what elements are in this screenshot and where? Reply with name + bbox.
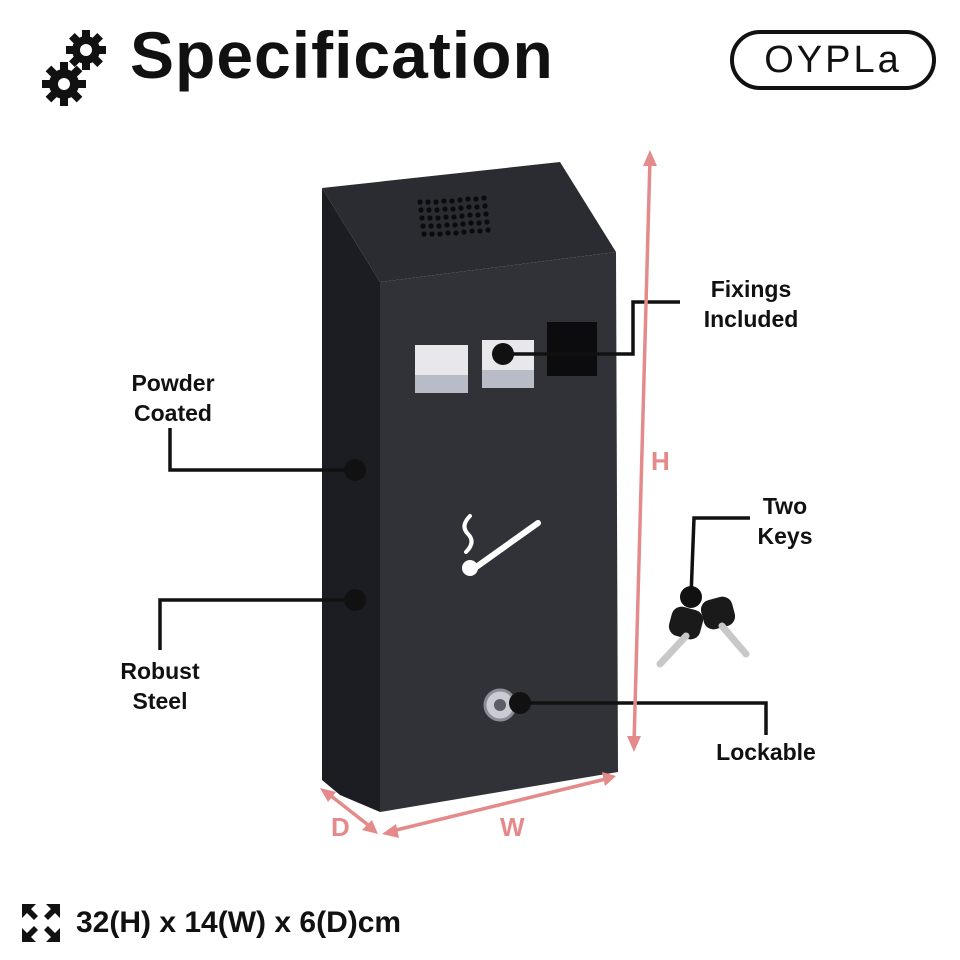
cigarette-icon (469, 520, 541, 573)
height-dimension-line (632, 157, 652, 745)
size-spec-text: 32(H) x 14(W) x 6(D)cm (76, 906, 402, 939)
page-title: Specification (130, 18, 554, 92)
width-label: W (500, 812, 525, 842)
width-dimension-line (387, 776, 611, 834)
depth-dimension-line (324, 790, 374, 830)
box-side-face (322, 188, 380, 812)
vent-holes (417, 195, 491, 237)
callout-lockable: Lockable (716, 739, 816, 765)
leader-fixings (503, 300, 680, 356)
depth-label: D (331, 812, 350, 842)
keys-illustration (656, 596, 750, 668)
brand-logo: OYPLa (730, 30, 936, 90)
ash-opening-3 (547, 322, 597, 376)
height-label: H (651, 446, 670, 476)
leader-lockable (520, 701, 768, 735)
gears-icon (42, 30, 106, 106)
leader-keys (689, 516, 750, 598)
leader-steel (158, 598, 355, 650)
expand-arrows-icon (22, 904, 60, 942)
leader-powder (168, 428, 355, 472)
